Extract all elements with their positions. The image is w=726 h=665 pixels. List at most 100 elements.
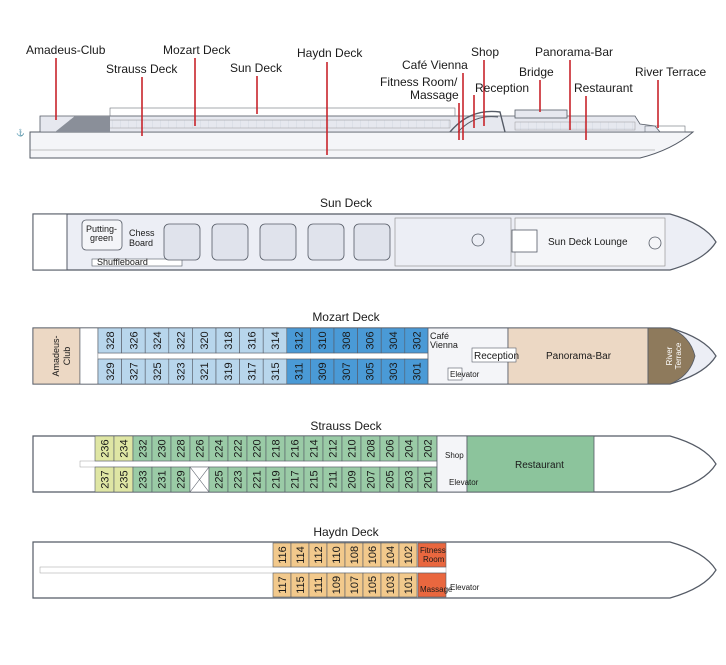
cabin-number: 323 (176, 362, 188, 380)
cabin-number: 202 (423, 439, 435, 457)
label-strauss-deck: Strauss Deck (106, 62, 178, 76)
cabin-number: 114 (295, 546, 307, 564)
strauss-shop: Shop (445, 451, 464, 460)
cabin-number: 211 (328, 471, 340, 489)
profile-atrium-arch (449, 110, 506, 133)
profile-wedge (55, 116, 110, 132)
cabin-number: 109 (331, 576, 343, 594)
cabin-number: 318 (223, 331, 235, 349)
cabin-number: 232 (138, 439, 150, 457)
profile-terrace-rail (644, 125, 686, 133)
label-fitness-1: Fitness Room/ (380, 75, 458, 89)
cabin-number: 103 (385, 576, 397, 594)
cabin-number: 228 (176, 439, 188, 457)
cabin-number: 304 (388, 331, 400, 349)
cabin-number: 111 (313, 577, 325, 594)
label-fitness-2: Massage (410, 88, 459, 102)
svg-text:⚓: ⚓ (16, 128, 25, 137)
cabin-number: 325 (152, 362, 164, 380)
profile-labels: Amadeus-Club Strauss Deck Mozart Deck Su… (26, 43, 706, 102)
cabin-number: 230 (157, 439, 169, 457)
label-river-terrace: River Terrace (635, 65, 706, 79)
sun-deck-title: Sun Deck (320, 196, 373, 210)
cabin-number: 115 (295, 576, 307, 594)
label-reception: Reception (475, 81, 529, 95)
cabin-number: 229 (176, 470, 188, 488)
putting-green (81, 219, 123, 251)
cabin-number: 104 (385, 546, 397, 564)
cabin-cell (398, 572, 418, 598)
strauss-restaurant: Restaurant (515, 460, 564, 471)
cabin-number: 222 (233, 439, 245, 457)
haydn-deck-title: Haydn Deck (313, 525, 379, 539)
cabin-number: 328 (105, 331, 117, 349)
label-mozart-deck: Mozart Deck (163, 43, 231, 57)
label-restaurant: Restaurant (574, 81, 633, 95)
cabin-number: 116 (277, 546, 289, 564)
cabin-number: 106 (367, 546, 379, 564)
cabin-number: 226 (195, 439, 207, 457)
cabin-number: 316 (246, 331, 258, 349)
profile-window-band (69, 119, 451, 129)
mozart-terrace-1: River (665, 346, 674, 365)
cabin-number: 105 (367, 576, 379, 594)
cabin-number: 110 (331, 546, 343, 564)
cabin-number: 224 (214, 439, 226, 457)
strauss-deck-title: Strauss Deck (310, 419, 382, 433)
cabin-number: 210 (347, 439, 359, 457)
cabin-number: 221 (252, 470, 264, 488)
label-bridge: Bridge (519, 65, 554, 79)
haydn-elevator: Elevator (450, 583, 480, 592)
cabin-number: 234 (119, 439, 131, 457)
label-cafe-vienna: Café Vienna (402, 58, 468, 72)
cabin-number: 117 (277, 576, 289, 594)
cabin-number: 102 (403, 546, 415, 564)
cabin-number: 302 (412, 331, 424, 349)
cabin-number: 220 (252, 439, 264, 457)
cabin-cell (398, 542, 418, 568)
cabin-number: 206 (385, 439, 397, 457)
sun-deck-chess-1: Chess (129, 228, 155, 238)
cabin-number: 209 (347, 470, 359, 488)
cabin-number: 310 (317, 331, 329, 349)
cabin-number: 317 (246, 362, 258, 380)
cabin-number: 315 (270, 362, 282, 380)
panorama-bar-area (507, 327, 649, 385)
cabin-number: 212 (328, 439, 340, 457)
mozart-cafe-1: Café (430, 331, 449, 341)
cabin-number: 214 (309, 439, 321, 457)
haydn-fitness-2: Room (423, 555, 445, 564)
profile-panorama-windows (514, 121, 636, 131)
cabin-number: 326 (128, 331, 140, 349)
sun-lounger-pads (163, 223, 391, 261)
sun-deck-putting-2: green (90, 233, 113, 243)
profile-sundeck-rail (109, 107, 456, 117)
cabin-number: 101 (403, 576, 415, 594)
cabin-number: 311 (294, 363, 306, 381)
label-sun-deck: Sun Deck (230, 61, 283, 75)
cabin-number: 314 (270, 331, 282, 349)
sun-deck-lounge: Sun Deck Lounge (548, 237, 628, 248)
mozart-panorama-bar: Panorama-Bar (546, 351, 612, 362)
cabin-number: 204 (404, 439, 416, 457)
sun-deck-shuffleboard: Shuffleboard (97, 257, 148, 267)
cabin-number: 301 (412, 362, 424, 380)
cabin-number: 208 (366, 439, 378, 457)
river-terrace-area (647, 327, 696, 385)
label-haydn-deck: Haydn Deck (297, 46, 363, 60)
stairwell (189, 466, 210, 493)
cabin-number: 215 (309, 470, 321, 488)
mozart-elevator: Elevator (450, 370, 480, 379)
cabin-number: 307 (341, 362, 353, 380)
mozart-terrace-2: Terrace (674, 342, 683, 369)
cabin-number: 320 (199, 331, 211, 349)
profile-hull (29, 131, 695, 159)
cabin-number: 324 (152, 331, 164, 349)
cabin-number: 312 (294, 331, 306, 349)
cabin-number: 112 (313, 546, 325, 564)
profile-leader-lines (55, 58, 659, 155)
mozart-cafe-2: Vienna (430, 340, 458, 350)
